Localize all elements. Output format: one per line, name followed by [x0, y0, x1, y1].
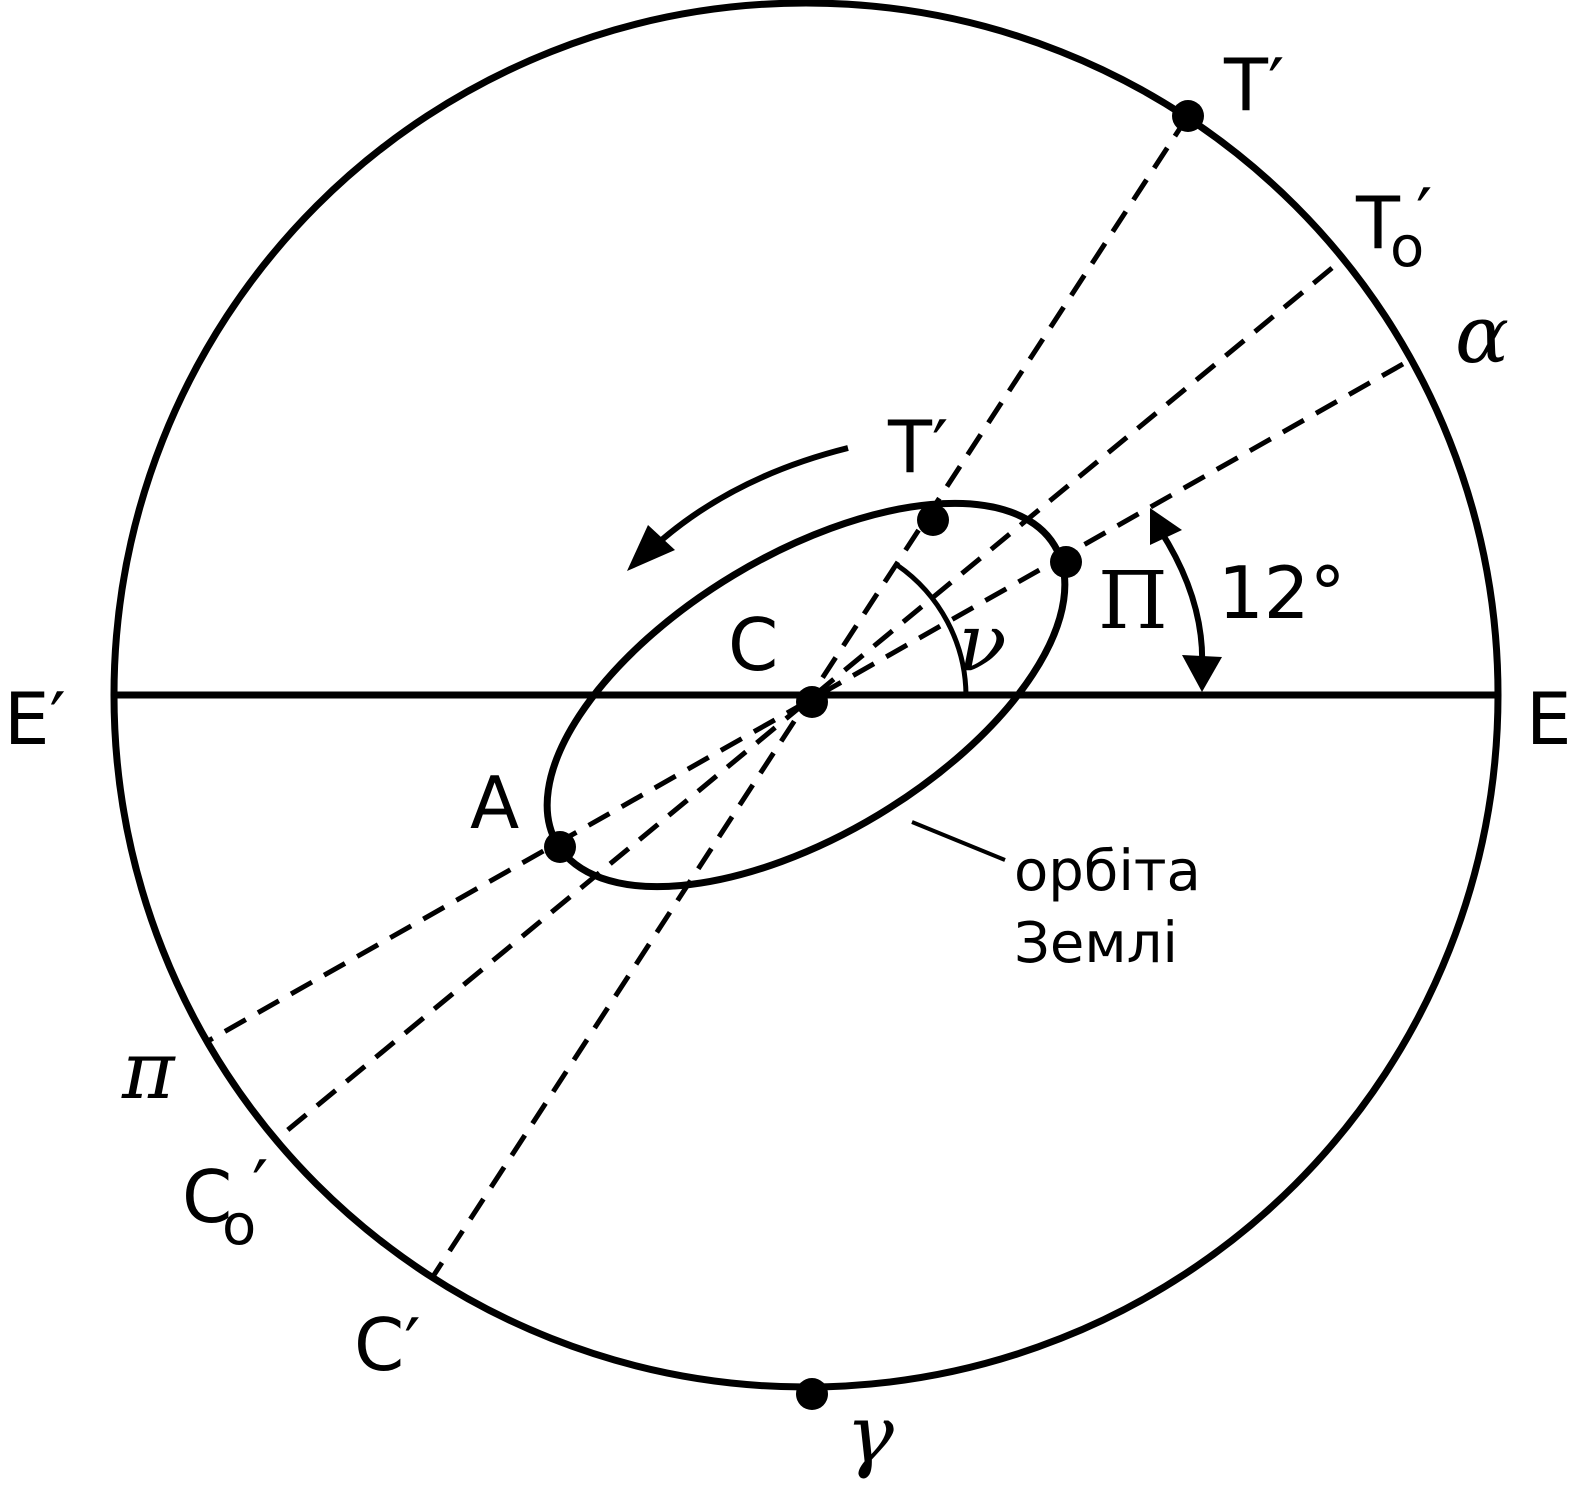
- point-Pi: [1050, 546, 1082, 578]
- label-alpha: α: [1455, 288, 1509, 381]
- point-T-inner: [917, 504, 949, 536]
- angle-nu-arc: [895, 562, 969, 696]
- label-C0-prime: ′: [252, 1145, 268, 1229]
- point-T-outer: [1172, 100, 1204, 132]
- label-C0-sub: o: [222, 1193, 256, 1258]
- label-E-prime: E′: [4, 677, 66, 761]
- label-nu: ν: [958, 596, 1007, 689]
- label-T0-sub: o: [1390, 215, 1424, 280]
- label-T-outer: T′: [1223, 43, 1284, 127]
- label-T0: T o ′: [1355, 173, 1432, 280]
- label-T0-prime: ′: [1416, 173, 1432, 257]
- orbit-direction-arrowhead: [627, 525, 675, 571]
- orbit-leader-line: [911, 820, 1006, 862]
- label-gamma: γ: [846, 1388, 894, 1481]
- label-E: E: [1526, 677, 1572, 761]
- label-C0: C o ′: [182, 1145, 268, 1258]
- angle-12-arrowhead-bottom: [1182, 655, 1222, 692]
- label-orbit-line2: Землі: [1014, 911, 1178, 976]
- angle-12-arc: [1157, 528, 1206, 669]
- label-T-inner: T′: [887, 405, 948, 489]
- point-C-center: [796, 686, 828, 718]
- label-C: C: [728, 603, 778, 687]
- label-angle-12: 12°: [1218, 551, 1346, 635]
- label-A: A: [470, 761, 519, 845]
- point-A: [544, 831, 576, 863]
- label-Pi: Π: [1098, 554, 1168, 647]
- label-T0-base: T: [1355, 181, 1401, 265]
- label-orbit-line1: орбіта: [1014, 839, 1201, 904]
- label-C0-base: C: [182, 1155, 232, 1239]
- label-pi: π: [121, 1024, 176, 1117]
- orbit-direction-arrow: [637, 445, 849, 563]
- point-gamma: [796, 1378, 828, 1410]
- points: [544, 100, 1204, 1410]
- label-C-prime: C′: [354, 1303, 421, 1387]
- angle-12-arrowhead-top: [1150, 508, 1182, 545]
